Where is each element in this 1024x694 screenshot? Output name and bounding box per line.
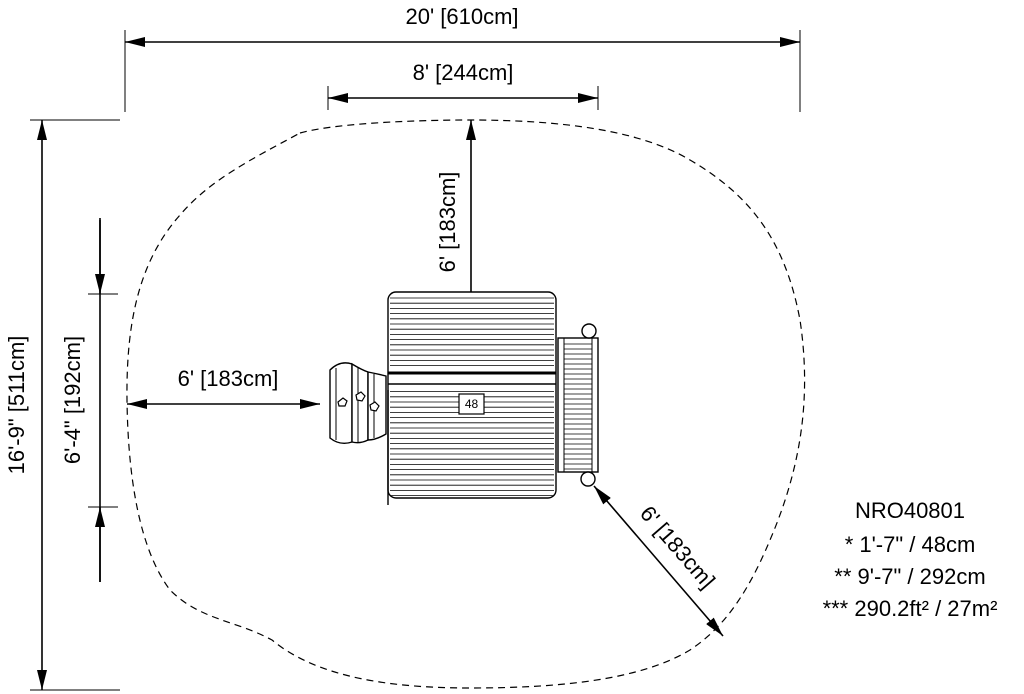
left-clearance-label: 6' [183cm] [178, 366, 279, 391]
deck-height-label: 48 [465, 397, 479, 411]
structure-depth-label: 6'-4" [192cm] [60, 336, 85, 464]
ramp-slats [564, 343, 592, 470]
main-deck: 48 [387, 291, 557, 505]
overall-depth-label: 16'-9" [511cm] [4, 336, 29, 475]
ramp-post-bottom [580, 471, 596, 487]
top-clearance-label: 6' [183cm] [435, 172, 460, 273]
deck-height-badge [458, 393, 485, 415]
diagonal-clearance-dimension-line [593, 485, 724, 637]
climbing-hold-1 [337, 397, 348, 407]
climbing-wall [329, 362, 387, 445]
ramp-post-top [581, 323, 597, 339]
overall-width-label: 20' [610cm] [405, 4, 518, 29]
deck-slats [390, 297, 554, 497]
note-max-height: ** 9'-7" / 292cm [834, 564, 985, 589]
model-notes: NRO40801 * 1'-7" / 48cm ** 9'-7" / 292cm… [823, 498, 998, 621]
note-fall-height: * 1'-7" / 48cm [845, 532, 976, 557]
diagonal-clearance-label: 6' [183cm] [635, 501, 720, 593]
note-area: *** 290.2ft² / 27m² [823, 596, 998, 621]
structure-width-label: 8' [244cm] [413, 60, 514, 85]
climbing-hold-2 [355, 391, 366, 402]
use-zone-boundary [126, 119, 806, 689]
side-ramp [557, 323, 599, 487]
model-number: NRO40801 [855, 498, 965, 523]
climbing-hold-3 [369, 401, 380, 412]
